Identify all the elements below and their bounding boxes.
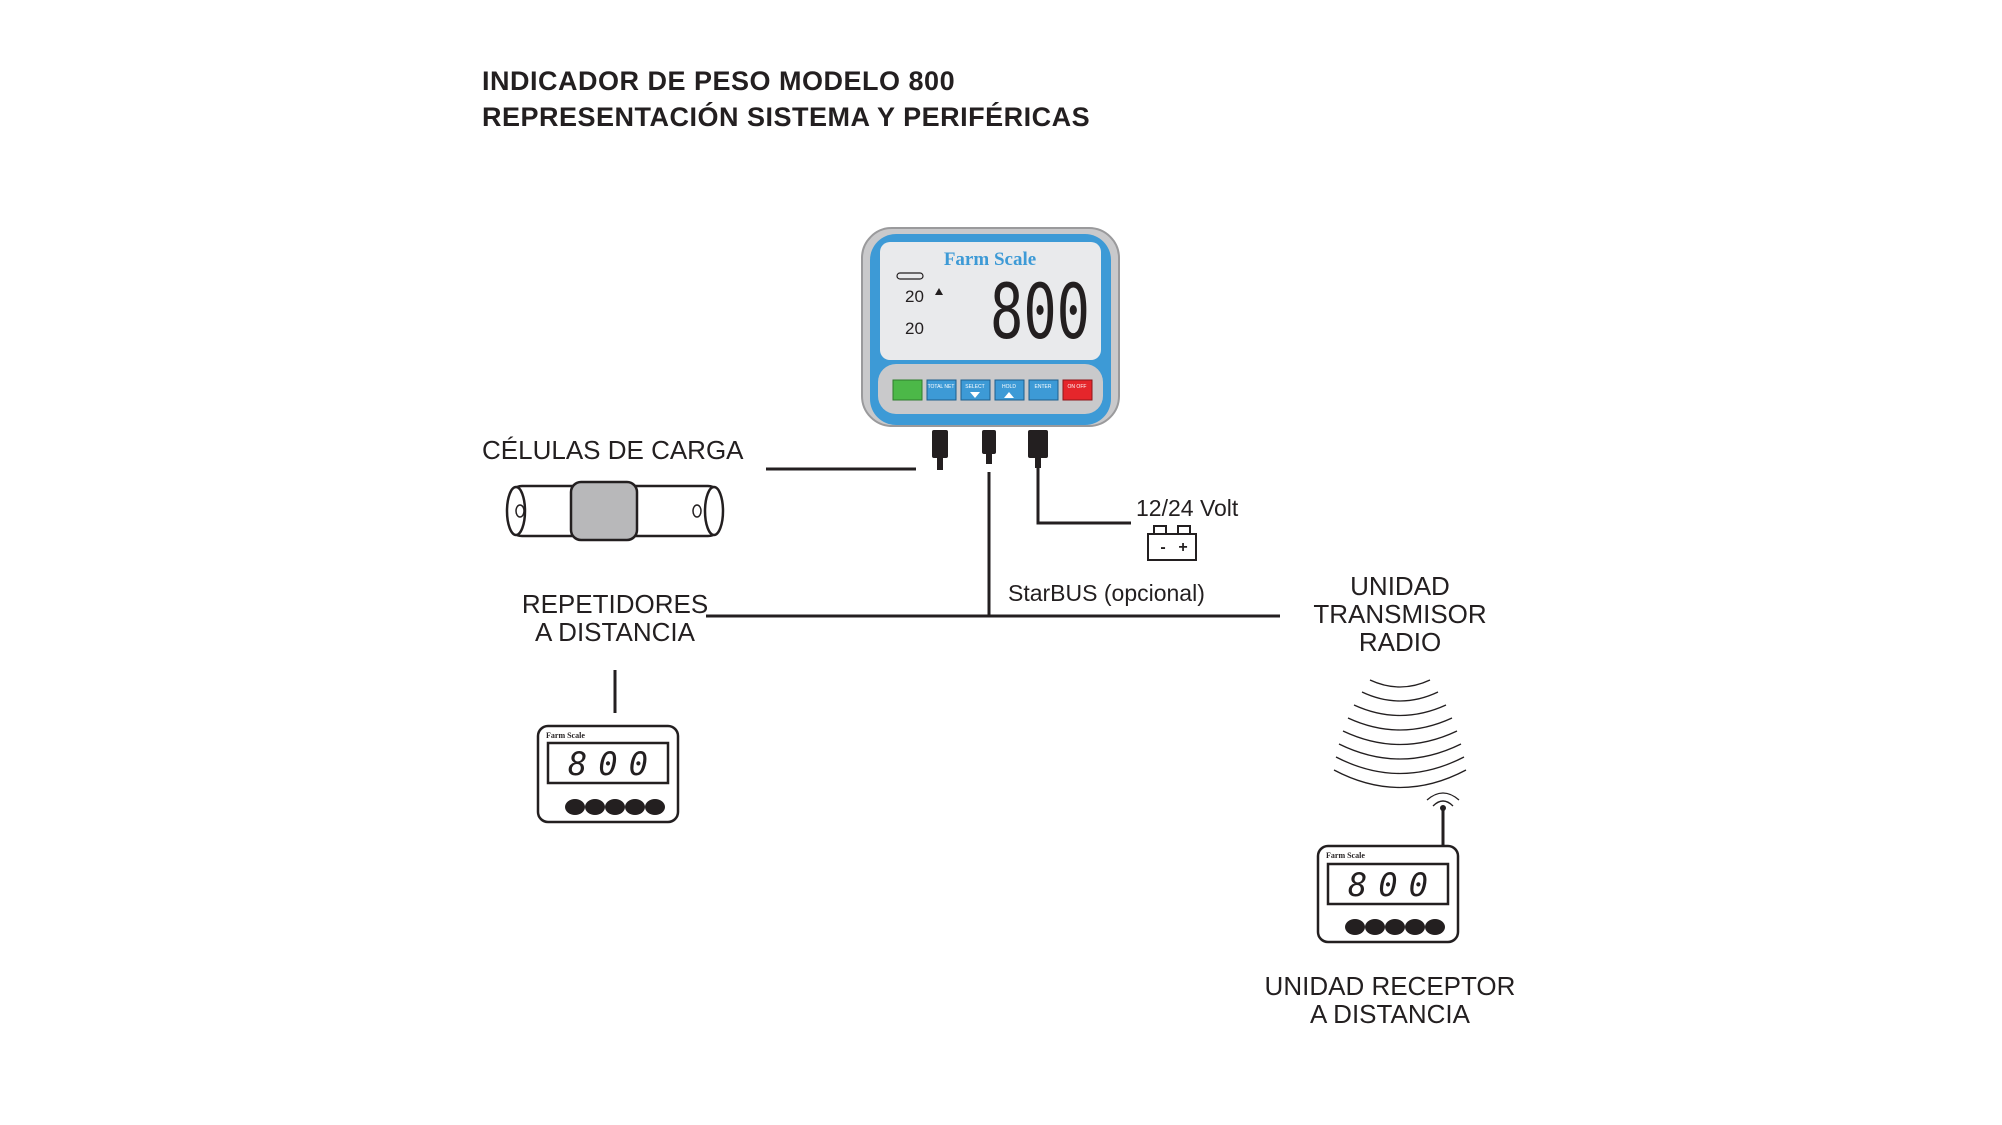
indicator-connectors <box>932 430 1048 470</box>
label-starbus: StarBUS (opcional) <box>1008 580 1205 606</box>
repeater-screen <box>546 741 670 785</box>
key-hold[interactable] <box>994 379 1025 401</box>
battery-plus: + <box>1178 539 1187 556</box>
label-transmitter-line-2: TRANSMISOR <box>1313 599 1487 629</box>
label-receiver-line-1: UNIDAD RECEPTOR <box>1264 971 1516 1001</box>
key-label-hold: HOLD <box>1002 384 1016 390</box>
key-label-select: SELECT <box>965 384 984 390</box>
key-select-arrow-icon <box>970 392 980 398</box>
title-line-1: INDICADOR DE PESO MODELO 800 <box>482 66 956 96</box>
label-load-cells: CÉLULAS DE CARGA <box>482 435 744 465</box>
power-line <box>1036 468 1131 525</box>
battery-minus: - <box>1160 539 1165 556</box>
key-enter[interactable] <box>1028 379 1059 401</box>
receiver-signal-icon-outer <box>1426 792 1460 801</box>
load-cell-end-right <box>703 485 725 537</box>
receiver-antenna-tip <box>1440 805 1446 811</box>
repeater-brand: Farm Scale <box>546 731 585 740</box>
receiver-display-value: 800 <box>1348 866 1428 904</box>
key-label-total-net: TOTAL NET <box>928 384 955 390</box>
indicator-brand: Farm Scale <box>944 249 1036 270</box>
key-green[interactable] <box>892 379 923 401</box>
key-label-enter: ENTER <box>1035 384 1052 390</box>
label-receiver: UNIDAD RECEPTOR A DISTANCIA <box>1240 972 1540 1028</box>
repeater-buttons <box>565 799 665 815</box>
key-on-off[interactable] <box>1062 379 1093 401</box>
repeater-display-value: 800 <box>568 745 648 783</box>
indicator-side-value-bottom: 20 <box>905 319 924 338</box>
repeater-unit: Farm Scale 800 <box>536 724 680 824</box>
key-hold-arrow-icon <box>1004 392 1014 398</box>
connector-bus <box>982 430 996 454</box>
receiver-screen <box>1326 862 1450 906</box>
receiver-signal-icon <box>1432 800 1454 807</box>
connector-load-cell-tail <box>937 458 943 470</box>
indicator-screen <box>880 242 1101 360</box>
screen-arrow-icon <box>935 288 943 295</box>
receiver-buttons <box>1345 919 1445 935</box>
load-cell-hole-right <box>692 504 702 518</box>
screen-battery-icon <box>896 272 924 280</box>
connector-load-cell <box>932 430 948 458</box>
connector-power-tail <box>1035 458 1041 468</box>
receiver-brand: Farm Scale <box>1326 851 1365 860</box>
label-repeaters-line-1: REPETIDORES <box>521 589 709 619</box>
load-cell <box>505 480 725 542</box>
load-cell-hole-left <box>515 504 525 518</box>
connector-power <box>1028 430 1048 458</box>
weight-indicator: Farm Scale 20 20 800 TOTAL NET SELECT HO… <box>861 227 1120 427</box>
indicator-side-value-top: 20 <box>905 287 924 306</box>
label-transmitter: UNIDAD TRANSMISOR RADIO <box>1290 572 1510 656</box>
label-transmitter-line-3: RADIO <box>1358 627 1442 657</box>
label-receiver-line-2: A DISTANCIA <box>1310 999 1470 1029</box>
receiver-unit: Farm Scale 800 <box>1316 792 1460 944</box>
key-label-on-off: ON OFF <box>1068 384 1087 390</box>
radio-waves-icon <box>1333 679 1467 789</box>
label-repeaters: REPETIDORES A DISTANCIA <box>500 590 730 646</box>
indicator-display-value: 800 <box>990 267 1090 356</box>
battery-terminal-plus <box>1177 525 1191 535</box>
key-total-net[interactable] <box>926 379 957 401</box>
battery-terminal-minus <box>1153 525 1167 535</box>
label-transmitter-line-1: UNIDAD <box>1350 571 1450 601</box>
battery-icon <box>1147 525 1197 561</box>
label-repeaters-line-2: A DISTANCIA <box>535 617 695 647</box>
load-cell-sleeve <box>569 480 639 542</box>
connector-bus-tail <box>986 454 992 464</box>
connection-lines <box>613 467 1280 713</box>
battery-body <box>1147 533 1197 561</box>
title-line-2: REPRESENTACIÓN SISTEMA Y PERIFÉRICAS <box>482 102 1091 132</box>
key-select[interactable] <box>960 379 991 401</box>
label-power: 12/24 Volt <box>1136 495 1239 521</box>
